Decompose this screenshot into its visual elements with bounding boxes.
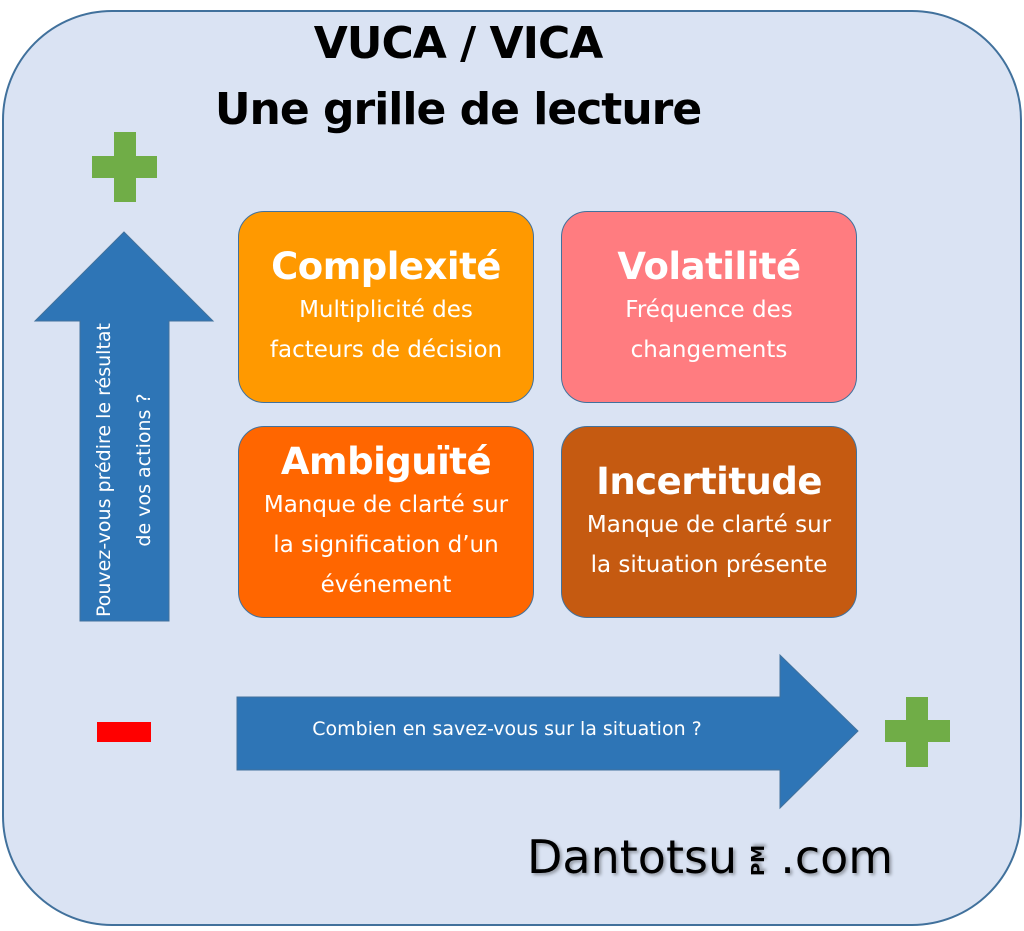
right-arrow <box>236 653 859 810</box>
vertical-axis-label: Pouvez-vous prédire le résultat de vos a… <box>93 323 155 618</box>
title-line1: VUCA / VICA <box>313 18 604 69</box>
box-complexite: Complexité Multiplicité des facteurs de … <box>238 211 534 403</box>
plus-icon-top <box>92 132 157 202</box>
title-line2: Une grille de lecture <box>214 84 702 135</box>
logo-name: Dantotsu <box>527 830 738 884</box>
box-incertitude: Incertitude Manque de clarté sur la situ… <box>561 426 857 618</box>
box-desc: Multiplicité des facteurs de décision <box>269 296 503 363</box>
dantotsu-logo: Dantotsu PM .com <box>527 830 893 884</box>
up-arrow <box>33 231 215 622</box>
logo-pm: PM <box>748 844 770 877</box>
horizontal-axis-label: Combien en savez-vous sur la situation ? <box>312 718 702 740</box>
box-title: Ambiguïté <box>280 439 492 483</box>
box-desc: Fréquence des changements <box>625 296 793 363</box>
box-desc: Manque de clarté sur la signification d’… <box>263 491 509 598</box>
box-title: Incertitude <box>596 459 822 503</box>
box-title: Volatilité <box>617 244 801 288</box>
box-volatilite: Volatilité Fréquence des changements <box>561 211 857 403</box>
minus-icon <box>97 722 151 742</box>
box-ambiguite: Ambiguïté Manque de clarté sur la signif… <box>238 426 534 618</box>
plus-icon-right <box>885 697 950 767</box>
logo-suffix: .com <box>780 830 894 884</box>
box-desc: Manque de clarté sur la situation présen… <box>586 511 832 578</box>
box-title: Complexité <box>271 244 501 288</box>
